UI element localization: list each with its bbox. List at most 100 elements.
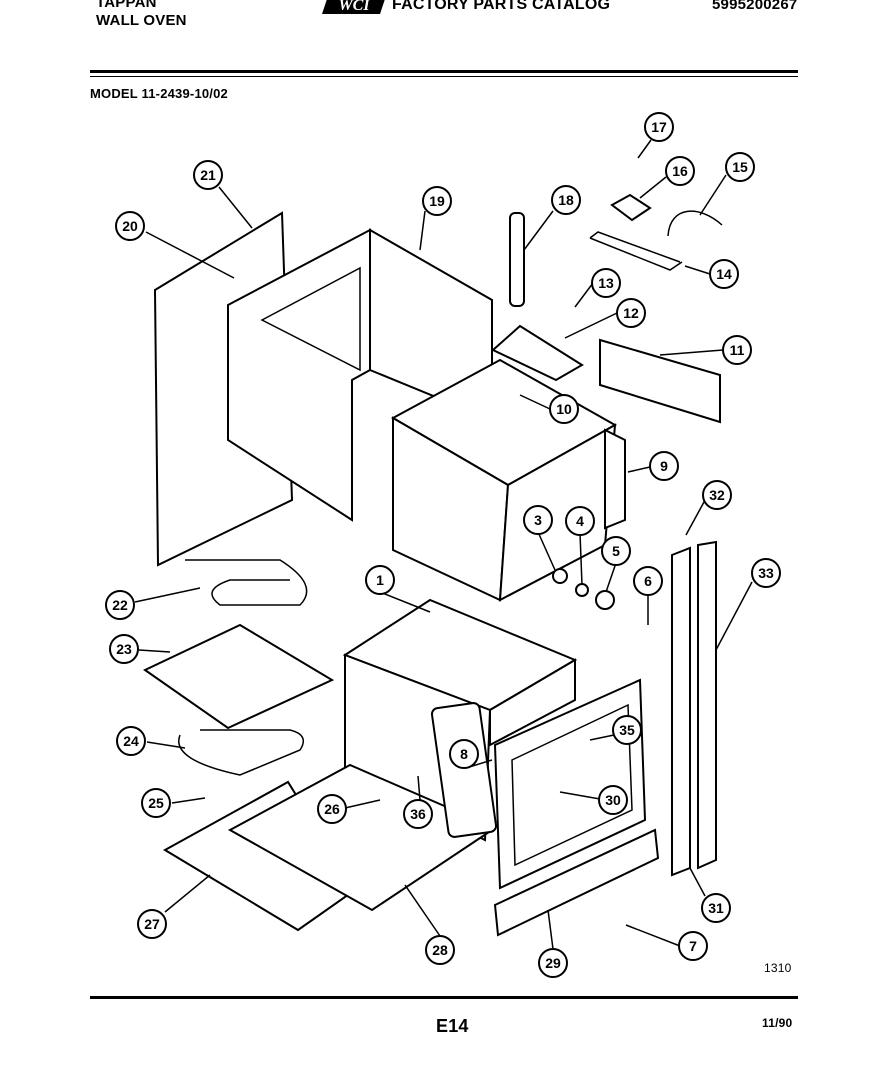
callout-1: 1 [365,565,395,595]
callout-15: 15 [725,152,755,182]
tube-18 [509,212,525,307]
callout-label: 25 [148,795,164,811]
callout-28: 28 [425,935,455,965]
callout-label: 18 [558,192,574,208]
callout-4: 4 [565,506,595,536]
callout-18: 18 [551,185,581,215]
callout-22: 22 [105,590,135,620]
logo-text: WCI [338,0,370,14]
callout-label: 32 [709,487,725,503]
callout-14: 14 [709,259,739,289]
fitting-4 [575,583,589,597]
callout-26: 26 [317,794,347,824]
brand-line-1: TAPPAN [96,0,157,11]
callout-label: 27 [144,916,160,932]
liner-front-1 [489,658,576,747]
rack-23 [143,623,335,730]
callout-label: 11 [730,342,745,358]
front-frame-30 [493,678,647,890]
catalog-part-number: 5995200267 [712,0,798,13]
callout-label: 26 [324,801,340,817]
page-code: E14 [436,1016,469,1036]
bracket-11 [599,338,721,424]
diagram-code: 1310 [764,961,792,975]
callout-27: 27 [137,909,167,939]
callout-25: 25 [141,788,171,818]
callout-label: 10 [556,401,572,417]
callout-36: 36 [403,799,433,829]
callout-label: 1 [376,572,384,588]
gasket-8 [430,702,498,838]
callout-17: 17 [644,112,674,142]
callout-label: 22 [112,597,128,613]
callout-label: 23 [116,641,132,657]
callout-label: 36 [410,806,426,822]
callout-32: 32 [702,480,732,510]
date-code: 11/90 [762,1016,793,1030]
callout-23: 23 [109,634,139,664]
callout-label: 31 [708,900,724,916]
callout-label: 17 [651,119,667,135]
bake-element-24 [178,729,305,776]
callout-label: 6 [644,573,652,589]
callout-10: 10 [549,394,579,424]
callout-16: 16 [665,156,695,186]
callout-7: 7 [678,931,708,961]
trim-33 [697,540,717,870]
callout-29: 29 [538,948,568,978]
callout-label: 4 [576,513,584,529]
callout-label: 13 [598,275,614,291]
callout-20: 20 [115,211,145,241]
callout-9: 9 [649,451,679,481]
callout-label: 16 [672,163,688,179]
callout-label: 9 [660,458,668,474]
callout-11: 11 [722,335,752,365]
part-shapes [143,193,723,937]
callout-33: 33 [751,558,781,588]
callout-label: 8 [460,746,468,762]
callout-label: 12 [623,305,639,321]
callout-21: 21 [193,160,223,190]
callout-5: 5 [601,536,631,566]
trim-31 [671,546,691,877]
footer-rule [90,996,798,999]
callout-6: 6 [633,566,663,596]
callout-label: 19 [429,193,445,209]
callout-label: 3 [534,512,542,528]
callout-12: 12 [616,298,646,328]
callout-label: 21 [200,167,216,183]
wci-logo: WCI [322,0,385,14]
callout-label: 28 [432,942,448,958]
cabinet-side-19 [227,228,371,522]
callout-8: 8 [449,739,479,769]
elbow-15 [667,210,723,237]
control-panel-29 [493,828,660,937]
callout-31: 31 [701,893,731,923]
model-number: MODEL 11-2439-10/02 [90,86,228,101]
fitting-5 [595,590,615,610]
callout-label: 24 [123,733,139,749]
header-rule [90,70,798,73]
fitting-3 [552,568,568,584]
block-16 [610,193,652,222]
callout-label: 14 [716,266,732,282]
callout-13: 13 [591,268,621,298]
shield-9 [604,428,626,530]
callout-label: 29 [545,955,561,971]
broil-element-22 [185,559,308,606]
callout-label: 5 [612,543,620,559]
pipe-14 [589,231,683,271]
callout-label: 30 [605,792,621,808]
callout-label: 7 [689,938,697,954]
header-rule-thin [90,76,798,77]
callout-24: 24 [116,726,146,756]
callout-label: 35 [619,722,635,738]
callout-label: 15 [732,159,748,175]
callout-3: 3 [523,505,553,535]
callout-label: 33 [758,565,774,581]
callout-30: 30 [598,785,628,815]
catalog-title: FACTORY PARTS CATALOG [392,0,611,13]
callout-35: 35 [612,715,642,745]
callout-label: 20 [122,218,138,234]
